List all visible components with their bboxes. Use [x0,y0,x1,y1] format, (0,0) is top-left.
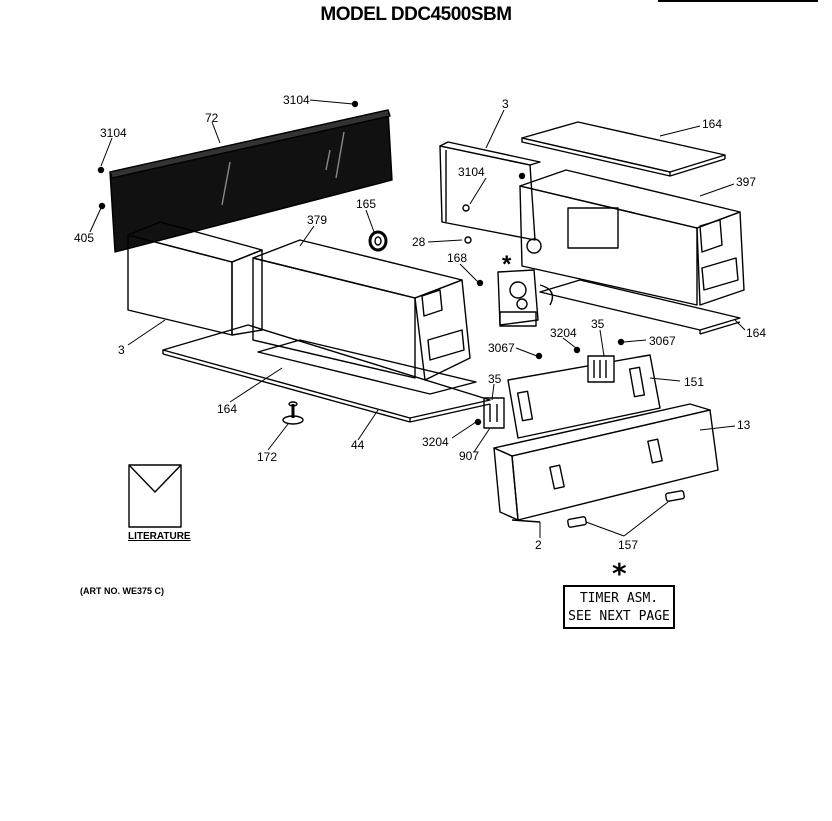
center-housing-379 [252,239,477,395]
callout-2: 2 [535,538,542,552]
callout-907: 907 [459,449,479,463]
callout-157: 157 [618,538,638,552]
literature-label: LITERATURE [128,531,191,542]
callout-164-top: 164 [702,117,722,131]
callout-3104-left: 3104 [100,126,127,140]
callout-172: 172 [257,450,277,464]
top-cover-164 [521,121,726,177]
callout-3-top: 3 [502,97,509,111]
callout-165: 165 [356,197,376,211]
base-plate-44 [162,324,491,423]
control-panel-151 [507,354,661,439]
callout-3204-mid: 3204 [550,326,577,340]
callout-3067-left: 3067 [488,341,515,355]
leveling-leg-172 [282,401,304,425]
timer-motor-assembly [497,269,554,327]
callout-44: 44 [351,438,365,452]
callout-35-mid: 35 [591,317,605,331]
callout-379: 379 [307,213,327,227]
base-plate-164-right [539,279,741,335]
callout-3067-right: 3067 [649,334,676,348]
timer-note-star: * [612,557,627,590]
timer-note-line2: SEE NEXT PAGE [568,609,670,624]
leader-lines [89,99,746,538]
callout-3104-mid: 3104 [458,165,485,179]
callout-35-low: 35 [488,372,502,386]
backsplash-glass-72 [109,109,393,253]
switch-35-low [483,397,505,429]
callout-13: 13 [737,418,751,432]
timer-asm-star: * [502,251,512,278]
page-title: MODEL DDC4500SBM [320,4,512,25]
art-number: (ART NO. WE375 C) [80,586,165,596]
back-plate-3-top [439,141,541,241]
grommet-165 [368,230,388,252]
callout-72: 72 [205,111,219,125]
timer-note-box: TIMER ASM. SEE NEXT PAGE [563,585,675,629]
callout-3-left: 3 [118,343,125,357]
callout-168: 168 [447,251,467,265]
callout-151: 151 [684,375,704,389]
callout-405: 405 [74,231,94,245]
callout-28: 28 [412,235,426,249]
header-rule [658,0,818,2]
callout-3104-top: 3104 [283,93,310,107]
callout-164-right: 164 [746,326,766,340]
control-panel-13 [493,403,719,523]
screws [97,100,625,426]
timer-note-line1: TIMER ASM. [579,591,659,606]
callout-3204-low: 3204 [422,435,449,449]
callout-164-low: 164 [217,402,237,416]
callout-397: 397 [736,175,756,189]
right-housing-397 [519,169,745,306]
literature-envelope [128,464,182,528]
knobs-157 [567,490,685,528]
